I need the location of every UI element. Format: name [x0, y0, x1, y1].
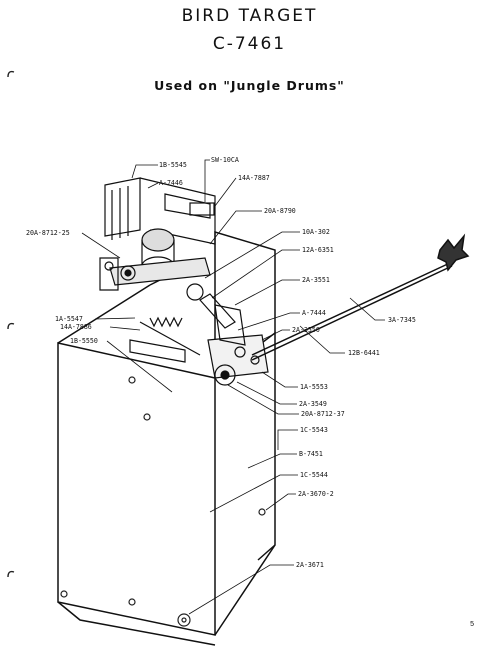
mechanism-assembly [99, 177, 269, 386]
part-label: A-7444 [302, 309, 326, 317]
part-label: 1B-5545 [159, 161, 187, 169]
part-label: 20A-8712-25 [26, 229, 70, 237]
part-label: 1A-5553 [300, 383, 328, 391]
part-label: 2A-3671 [296, 561, 324, 569]
bird-rod-assembly [251, 233, 470, 361]
diagram-title: BIRD TARGET [181, 6, 318, 26]
cabinet-body [57, 230, 276, 646]
part-label: 20A-8790 [264, 207, 296, 215]
part-labels: 1B-5545 SW-10CA A-7446 14A-7887 20A-8790… [26, 156, 416, 569]
part-label: 1C-5543 [300, 426, 328, 434]
part-label: 1B-5550 [70, 337, 98, 345]
part-label: 2A-3551 [302, 276, 330, 284]
part-label: 1C-5544 [300, 471, 328, 479]
part-label: 2A-3549 [299, 400, 327, 408]
diagram-subtitle: Used on "Jungle Drums" [154, 78, 345, 93]
part-label: 14A-7887 [238, 174, 270, 182]
part-label: 20A-8712-37 [301, 410, 345, 418]
part-label: 14A-7886 [60, 323, 92, 331]
bird-icon [437, 233, 470, 272]
binder-marks [7, 70, 15, 578]
part-number-title: C-7461 [212, 34, 287, 54]
leader-lines [81, 159, 385, 615]
part-label: 1A-5547 [55, 315, 83, 323]
page-number: 5 [470, 621, 474, 628]
part-label: 2A-3550 [292, 326, 320, 334]
part-label: B-7451 [299, 450, 323, 458]
part-label: 3A-7345 [388, 316, 416, 324]
part-label: 12B-6441 [348, 349, 380, 357]
part-label: 2A-3670-2 [298, 490, 334, 498]
mounting-holes [60, 376, 266, 627]
part-label: 12A-6351 [302, 246, 334, 254]
part-label: 10A-302 [302, 228, 330, 236]
part-label: A-7446 [159, 179, 183, 187]
part-label: SW-10CA [211, 156, 239, 164]
